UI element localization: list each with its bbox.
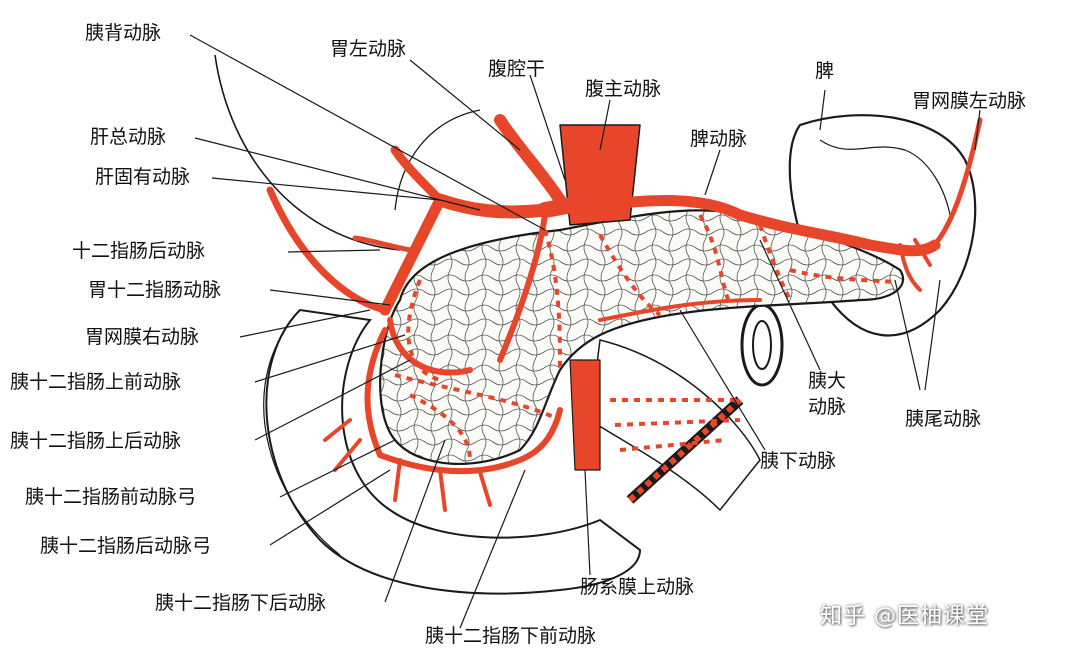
label-ant-inf-pd: 胰十二指肠下前动脉 <box>425 625 597 647</box>
pd-arcade <box>377 407 563 475</box>
sma-shape <box>569 359 601 471</box>
ant-sup-pd-artery <box>387 317 473 376</box>
label-common-hepatic: 肝总动脉 <box>90 126 167 148</box>
label-ant-sup-pd: 胰十二指肠上前动脉 <box>10 371 182 393</box>
celiac-trunk <box>537 192 608 218</box>
inf-pancreatic-artery <box>598 298 762 322</box>
arcade-branches <box>323 418 492 512</box>
label-spleen: 脾 <box>815 60 835 82</box>
pancreaticodorsal-artery <box>497 212 548 363</box>
label-gastroduodenal: 胃十二指肠动脉 <box>88 279 222 301</box>
common-hepatic-artery <box>433 193 552 219</box>
label-ant-arcade: 胰十二指肠前动脉弓 <box>25 486 197 508</box>
jejunum-outline <box>589 339 761 512</box>
tail-branches <box>898 238 932 292</box>
jejunum-vessel-lumen <box>627 397 743 503</box>
proper-hepatic-artery <box>390 145 445 205</box>
duodenum-inner-line <box>263 329 341 556</box>
stomach-inner-line <box>394 109 481 211</box>
watermark: 知乎 @医柚课堂 <box>820 604 989 629</box>
stomach-outline <box>214 54 401 251</box>
left-gastroepiploic-artery <box>927 117 983 253</box>
label-great-pancreatic-line2: 动脉 <box>808 396 847 418</box>
spleen-hilum-line <box>819 139 951 216</box>
retroduodenal-artery <box>352 235 413 253</box>
left-gastric-artery <box>494 114 566 206</box>
pancreas-dashed-boundaries <box>394 214 896 461</box>
label-inf-pancreatic: 胰下动脉 <box>760 450 837 472</box>
label-right-gastroepiploic: 胃网膜右动脉 <box>85 326 200 348</box>
label-aorta: 腹主动脉 <box>585 78 662 100</box>
label-post-sup-pd: 胰十二指肠上后动脉 <box>10 430 182 452</box>
label-post-arcade: 胰十二指肠后动脉弓 <box>40 535 212 557</box>
label-pancreaticodorsal: 胰背动脉 <box>85 22 162 44</box>
vessel-ring-inner <box>752 320 772 370</box>
label-left-gastric: 胃左动脉 <box>330 38 407 60</box>
label-post-inf-pd: 胰十二指肠下后动脉 <box>155 592 327 614</box>
label-proper-hepatic: 肝固有动脉 <box>95 166 191 188</box>
label-retroduodenal: 十二指肠后动脉 <box>72 240 206 262</box>
artery-network <box>266 114 983 512</box>
right-gastroepiploic-artery <box>266 186 389 314</box>
label-sma: 肠系膜上动脉 <box>580 576 695 598</box>
label-splenic-artery: 脾动脉 <box>690 128 748 150</box>
leader-lines <box>189 34 981 629</box>
label-left-gastroepiploic: 胃网膜左动脉 <box>912 90 1027 112</box>
gastroduodenal-artery <box>379 194 446 316</box>
label-great-pancreatic-line1: 胰大 <box>808 370 847 392</box>
label-celiac-trunk: 腹腔干 <box>488 58 546 80</box>
post-sup-pd-artery <box>364 327 388 458</box>
label-tail-arteries: 胰尾动脉 <box>905 408 982 430</box>
